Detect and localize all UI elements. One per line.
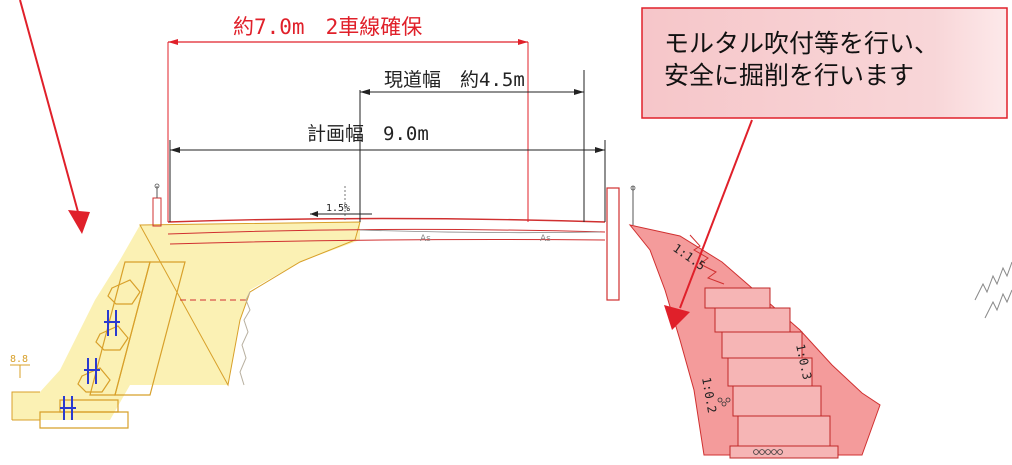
svg-text:8.8: 8.8 [10,354,28,365]
callout-box: モルタル吹付等を行い、 安全に掘削を行います [641,7,1008,119]
crossfall-indicator: 1.5% [310,186,372,222]
svg-text:モルタル吹付等を行い、: モルタル吹付等を行い、 [664,29,939,58]
svg-text:1.5%: 1.5% [326,203,350,214]
right-excavation: 1:1.5 1:0.2 1:0.3 [628,224,881,459]
svg-text:As: As [540,234,551,244]
left-embankment [11,221,361,429]
pointer-arrow-left [19,0,90,234]
ground-zigzag [974,261,1012,319]
svg-text:As: As [420,234,431,244]
dimension-planned: 計画幅 9.0m [169,123,606,222]
svg-text:約7.0m 2車線確保: 約7.0m 2車線確保 [233,15,422,39]
pile-markers [60,310,120,420]
svg-text:安全に掘削を行います: 安全に掘削を行います [664,61,914,90]
retaining-block [704,287,839,459]
left-guard-post [152,183,162,227]
embankment-outline [139,221,361,387]
gravel-marks [717,397,783,455]
svg-text:1:0.2: 1:0.2 [699,376,719,414]
svg-text:現道幅 約4.5m: 現道幅 約4.5m [384,69,525,91]
crib-wall [39,261,186,429]
dimension-top-red: 約7.0m 2車線確保 [167,15,529,222]
pointer-arrow-right [664,119,753,330]
right-retaining-post [604,185,636,301]
road-pavement: As As [167,217,606,245]
dimension-existing: 現道幅 約4.5m [359,69,585,222]
elevation-marker: 8.8 [10,354,30,378]
embankment-fill [12,222,360,420]
svg-text:計画幅 9.0m: 計画幅 9.0m [307,123,429,145]
